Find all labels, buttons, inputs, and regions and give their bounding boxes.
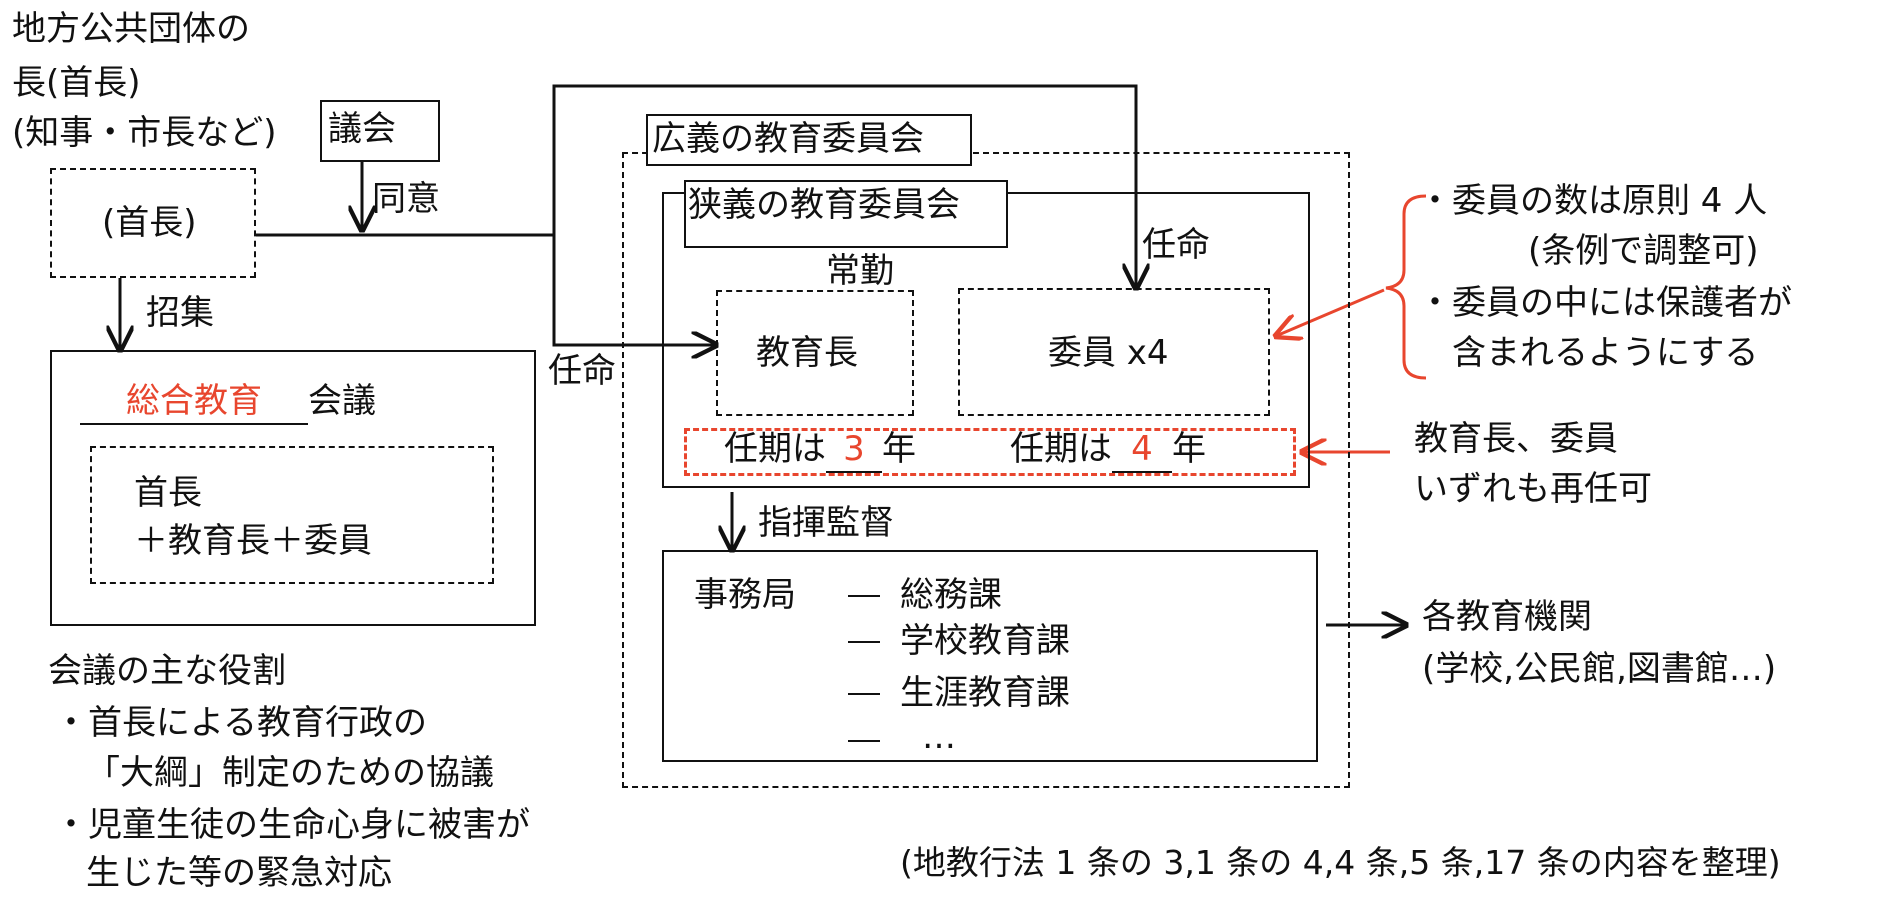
term-suffix-1: 年 bbox=[882, 429, 916, 469]
consent-label: 同意 bbox=[372, 179, 440, 219]
role-line-3: ・児童生徒の生命心身に被害が bbox=[54, 805, 530, 845]
term-value-1: 3 bbox=[826, 428, 882, 473]
narrow-board-label: 狭義の教育委員会 bbox=[688, 185, 960, 225]
member-note-4: 含まれるようにする bbox=[1452, 333, 1759, 373]
mayor-title-line-1: 地方公共団体の bbox=[12, 9, 250, 49]
narrow-board-label-box bbox=[684, 180, 1008, 248]
term-box bbox=[684, 428, 1296, 476]
division-item: 総務課 bbox=[900, 575, 1002, 615]
institutions-sub: (学校,公民館,図書館…) bbox=[1422, 649, 1777, 689]
appoint-top-label: 任命 bbox=[1142, 225, 1210, 265]
reappoint-note-1: 教育長、委員 bbox=[1414, 419, 1618, 459]
red-bracket bbox=[1385, 194, 1427, 380]
supervision-label: 指揮監督 bbox=[758, 503, 894, 543]
appoint-members-arrow bbox=[552, 84, 1136, 288]
assembly-box bbox=[320, 100, 440, 162]
term-prefix-1: 任期は bbox=[724, 429, 826, 469]
term-suffix-2: 年 bbox=[1172, 429, 1206, 469]
red-arrow-members bbox=[1276, 288, 1385, 336]
mayor-box bbox=[50, 168, 256, 278]
division-item: 学校教育課 bbox=[900, 621, 1070, 661]
roles-title: 会議の主な役割 bbox=[48, 651, 286, 691]
superintendent-box bbox=[716, 290, 914, 416]
conference-title: 総合教育会議 bbox=[80, 380, 376, 425]
division-item: 生涯教育課 bbox=[900, 673, 1070, 713]
institutions-label: 各教育機関 bbox=[1422, 597, 1592, 637]
conference-members-box bbox=[90, 446, 494, 584]
role-line-4: 生じた等の緊急対応 bbox=[86, 853, 392, 893]
conference-name: 総合教育 bbox=[80, 380, 308, 425]
conference-suffix: 会議 bbox=[308, 381, 376, 421]
mayor-title-line-2: 長(首長) bbox=[12, 63, 141, 103]
conference-member-line-1: 首長 bbox=[134, 473, 202, 513]
superintendent-label: 教育長 bbox=[756, 333, 858, 373]
fulltime-label: 常勤 bbox=[826, 251, 894, 291]
member-note-1: ・委員の数は原則 4 人 bbox=[1418, 181, 1768, 221]
division-item: … bbox=[922, 717, 956, 757]
role-line-2: 「大綱」制定のための協議 bbox=[86, 753, 494, 793]
footer-note: (地教行法 1 条の 3,1 条の 4,4 条,5 条,17 条の内容を整理) bbox=[900, 843, 1781, 882]
appoint-left-label: 任命 bbox=[548, 350, 616, 393]
broad-board-box bbox=[622, 152, 1350, 788]
members-box bbox=[958, 288, 1270, 416]
broad-board-label-box bbox=[646, 114, 972, 166]
member-note-3: ・委員の中には保護者が bbox=[1418, 283, 1792, 323]
mayor-box-label: (首長) bbox=[102, 203, 197, 243]
conference-box bbox=[50, 350, 536, 626]
assembly-label: 議会 bbox=[328, 109, 396, 149]
secretariat-box bbox=[662, 550, 1318, 762]
conference-member-line-2: ＋教育長＋委員 bbox=[134, 521, 372, 561]
reappoint-note-2: いずれも再任可 bbox=[1414, 469, 1652, 509]
convene-label: 招集 bbox=[146, 293, 214, 333]
role-line-1: ・首長による教育行政の bbox=[54, 703, 427, 743]
term-prefix-2: 任期は bbox=[1010, 429, 1112, 469]
broad-board-label: 広義の教育委員会 bbox=[652, 119, 924, 159]
secretariat-label: 事務局 bbox=[694, 575, 796, 615]
term-value-2: 4 bbox=[1112, 428, 1172, 473]
member-note-2: (条例で調整可) bbox=[1528, 231, 1759, 271]
members-label: 委員 x4 bbox=[1048, 333, 1169, 373]
division-dash bbox=[848, 595, 880, 742]
mayor-title-line-3: (知事・市長など) bbox=[12, 113, 277, 153]
